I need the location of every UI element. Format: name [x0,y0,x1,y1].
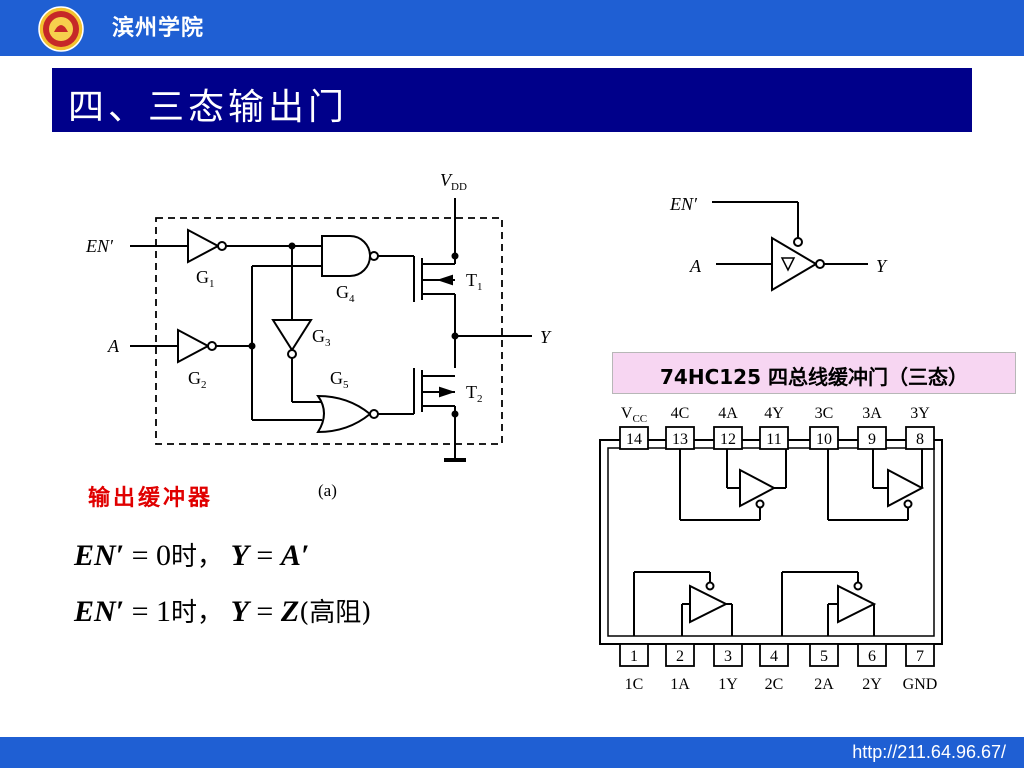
chip-top-pin-box [809,426,839,450]
title-bar: 四、三态输出门 [52,68,972,132]
symbol-a-label: A [689,256,702,276]
footer-bar: http://211.64.96.67/ [0,737,1024,768]
chip-top-pin-label: 3A [862,405,882,422]
chip-bottom-pin-box [665,643,695,667]
chip-top-pin-box [665,426,695,450]
chip-top-pin-box [619,426,649,450]
symbol-en-label: EN′ [669,194,698,214]
chip-top-pin-box [857,426,887,450]
symbol-y-label: Y [876,256,888,276]
a-input-label: A [107,336,120,356]
chip-caption-box: 74HC125 四总线缓冲门（三态） [612,352,1016,394]
chip-bottom-pin-box [759,643,789,667]
formula-2-when: 时， [171,598,224,628]
chip-bottom-pin-label: 2A [814,676,834,693]
chip-bottom-pin-number: 7 [916,648,924,665]
chip-bottom-pin-label: 1Y [718,676,738,693]
figure-label: (a) [318,481,337,500]
formula-1-eq: = 0 [124,539,172,572]
school-name: 滨州学院 [112,16,205,41]
formula-en-1: EN′ = 1时， Y = Z(高阻) [74,592,371,629]
chip-bottom-pin-box [905,643,935,667]
tristate-symbol [712,201,868,292]
formula-2-eq: = 1 [124,595,172,628]
chip-top-pin-box [905,426,935,450]
formula-2-eq2: = [248,595,281,628]
slide-title: 四、三态输出门 [68,87,349,128]
chip-top-pin-number: 14 [626,431,642,448]
formula-1-lhs: EN′ [74,539,125,572]
chip-top-pin-number: 12 [720,431,736,448]
formula-1-y: Y [230,539,249,572]
chip-bottom-pin-number: 2 [676,648,684,665]
chip-bottom-pin-box [619,643,649,667]
formula-1-eq2: = [248,539,281,572]
chip-top-pin-label: VCC [621,405,647,425]
chip-top-pin-label: 4A [718,405,738,422]
en-input-label: EN′ [85,236,114,256]
t1-label: T1 [466,270,483,293]
footer-url: http://211.64.96.67/ [852,742,1006,762]
buffer-label: 输出缓冲器 [88,485,214,511]
chip-pins: 14 VCC 13 4C 12 4A 11 4Y 10 3C 9 3A 8 3Y 1 1C 2 1A 3 1Y 4 2C 5… [619,405,938,693]
chip-top-pin-number: 13 [672,431,688,448]
g1-label: G1 [196,267,215,290]
formula-2-rhs: Z [280,595,300,628]
chip-caption: 74HC125 四总线缓冲门（三态） [660,365,968,389]
chip-bottom-pin-number: 1 [630,648,638,665]
g2-label: G2 [188,368,207,391]
chip-top-pin-number: 11 [766,431,781,448]
formula-2-lhs: EN′ [74,595,125,628]
chip-bottom-pin-label: 2C [765,676,784,693]
header-bar: 滨州学院 [0,0,1024,56]
chip-bottom-pin-number: 3 [724,648,732,665]
chip-74hc125 [599,439,943,645]
chip-top-pin-box [759,426,789,450]
chip-bottom-pin-label: 2Y [862,676,882,693]
chip-bottom-pin-label: 1A [670,676,690,693]
chip-top-pin-number: 10 [816,431,832,448]
chip-bottom-pin-label: 1C [625,676,644,693]
chip-top-pin-box [713,426,743,450]
chip-top-pin-number: 9 [868,431,876,448]
formula-2-tail: (高阻) [299,598,372,628]
chip-bottom-pin-label: GND [903,676,938,693]
chip-bottom-pin-box [857,643,887,667]
chip-top-pin-label: 4C [671,405,690,422]
chip-bottom-pin-number: 4 [770,648,778,665]
chip-bottom-pin-number: 6 [868,648,876,665]
school-logo-icon [38,6,84,52]
chip-top-pin-number: 8 [916,431,924,448]
formula-en-0: EN′ = 0时， Y = A′ [74,536,309,573]
chip-bottom-pin-box [713,643,743,667]
chip-bottom-pin-number: 5 [820,648,828,665]
g3-label: G3 [312,326,331,349]
y-output-label: Y [540,327,552,347]
chip-top-pin-label: 3C [815,405,834,422]
g5-label: G5 [330,368,349,391]
chip-top-pin-label: 4Y [764,405,784,422]
g4-label: G4 [336,282,355,305]
vdd-label: VDD [440,170,467,193]
t2-label: T2 [466,382,483,405]
formula-1-rhs: A′ [280,539,310,572]
chip-bottom-pin-box [809,643,839,667]
formula-2-y: Y [230,595,249,628]
chip-top-pin-label: 3Y [910,405,930,422]
formula-1-when: 时， [171,542,224,572]
